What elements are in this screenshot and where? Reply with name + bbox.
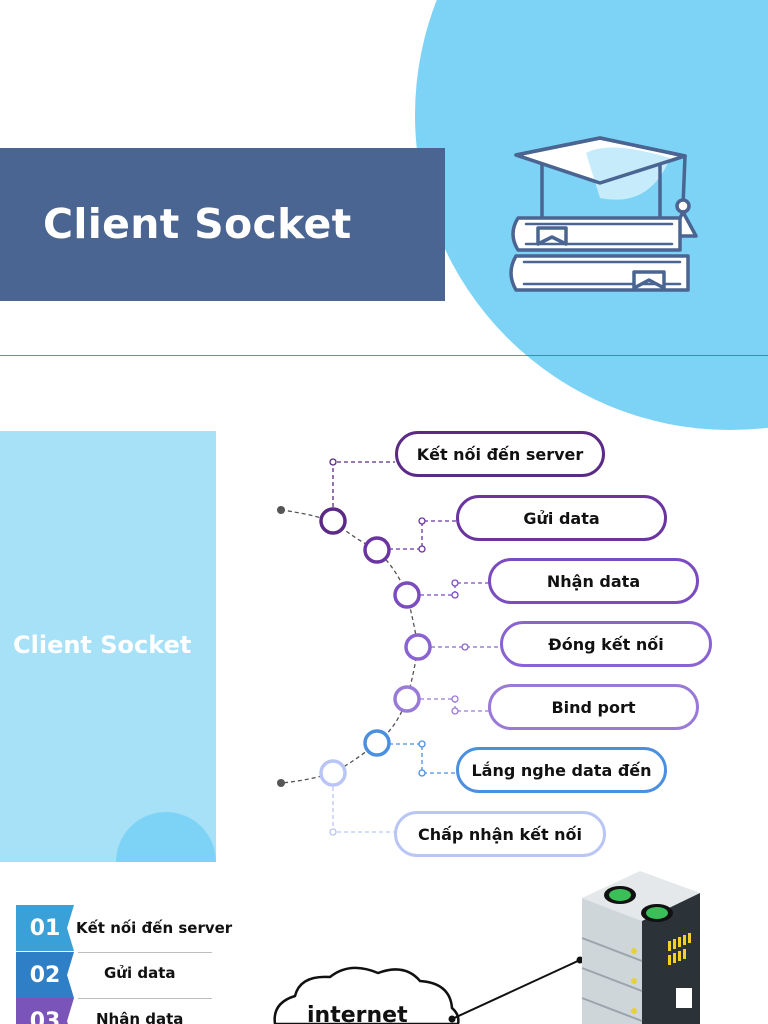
step-pill: Nhận data: [488, 558, 699, 604]
step-pill: Kết nối đến server: [395, 431, 605, 477]
slide-title: Client Socket: [0, 0, 768, 431]
step-label: Nhận data: [96, 1010, 184, 1024]
step-divider: [78, 952, 212, 953]
step-pill: Bind port: [488, 684, 699, 730]
graduation-cap-books-icon: [509, 136, 698, 292]
step-pill: Gửi data: [456, 495, 667, 541]
step-number-badge: 03: [16, 998, 74, 1024]
step-number-badge: 01: [16, 905, 74, 951]
slide-flow: Client Socket: [0, 431, 768, 863]
flow-connectors: [277, 458, 501, 836]
step-divider: [78, 998, 212, 999]
cloud-label: internet: [307, 1003, 408, 1024]
side-panel: Client Socket: [0, 431, 216, 862]
title-band: [0, 148, 445, 301]
server-rack-icon: [581, 871, 700, 1024]
step-pill: Lắng nghe data đến: [456, 747, 667, 793]
step-label: Kết nối đến server: [76, 919, 233, 937]
step-number-badge: 02: [16, 952, 74, 998]
step-label: Gửi data: [104, 964, 176, 982]
network-diagram: [273, 871, 700, 1024]
step-pill: Chấp nhận kết nối: [394, 811, 606, 857]
side-panel-title: Client Socket: [13, 631, 192, 659]
slide-network: internet 01 Kết nối đến server 02 Gửi da…: [0, 863, 768, 1024]
slide-title-text: Client Socket: [43, 200, 352, 248]
step-pill: Đóng kết nối: [500, 621, 712, 667]
cloud-icon: [273, 966, 460, 1024]
divider: [0, 355, 768, 356]
